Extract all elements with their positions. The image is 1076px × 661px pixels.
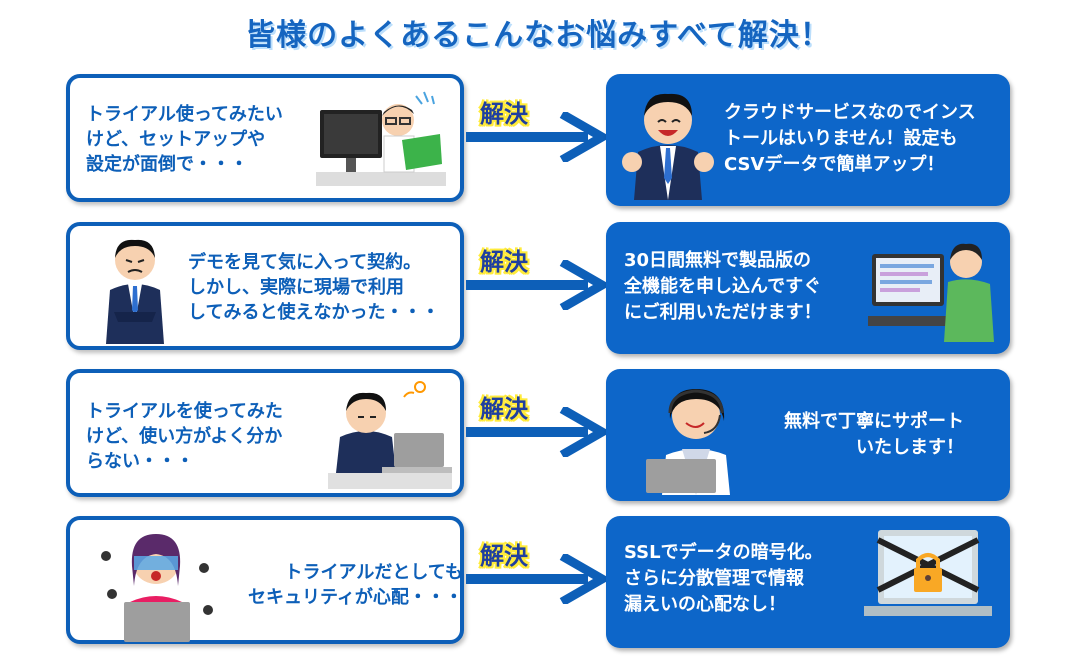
problem-box: デモを見て気に入って契約。 しかし、実際に現場で利用 してみると使えなかった・・… [66, 222, 464, 350]
solution-box: SSLでデータの暗号化。 さらに分散管理で情報 漏えいの心配なし！ [606, 516, 1010, 648]
locked-laptop-icon [864, 530, 992, 616]
solution-box: 無料で丁寧にサポート いたします！ [606, 369, 1010, 501]
problem-text: デモを見て気に入って契約。 しかし、実際に現場で利用 してみると使えなかった・・… [188, 252, 440, 323]
solution-box: クラウドサービスなのでインス トールはいりません！設定も CSVデータで簡単アッ… [606, 74, 1010, 206]
troubled-businessman-icon [106, 239, 164, 344]
right-arrow-icon [466, 554, 606, 604]
worried-man-at-computer-icon [316, 91, 446, 186]
problem-text: トライアルだとしても セキュリティが心配・・・ [248, 562, 463, 608]
arrow-label: 解決 [480, 395, 528, 423]
solution-box: 30日間無料で製品版の 全機能を申し込んですぐ にご利用いただけます！ [606, 222, 1010, 354]
problem-text: トライアル使ってみたい けど、セットアップや 設定が面倒で・・・ [86, 104, 283, 175]
problem-box: トライアルを使ってみた けど、使い方がよく分か らない・・・ [66, 369, 464, 497]
problem-text: トライアルを使ってみた けど、使い方がよく分か らない・・・ [86, 401, 283, 472]
row-2: デモを見て気に入って契約。 しかし、実際に現場で利用 してみると使えなかった・・… [0, 222, 1076, 354]
solution-text: 30日間無料で製品版の 全機能を申し込んですぐ にご利用いただけます！ [624, 250, 822, 323]
scared-woman-virus-icon [101, 534, 213, 642]
arrow-label: 解決 [480, 100, 528, 128]
row-3: トライアルを使ってみた けど、使い方がよく分か らない・・・ 解決 [0, 369, 1076, 501]
problem-box: トライアルだとしても セキュリティが心配・・・ [66, 516, 464, 644]
support-operator-icon [646, 389, 730, 495]
row-1: トライアル使ってみたい けど、セットアップや 設定が面倒で・・・ 解決 [0, 74, 1076, 206]
solution-text: 無料で丁寧にサポート いたします！ [784, 411, 964, 458]
right-arrow-icon [466, 407, 606, 457]
confused-man-at-laptop-icon [328, 381, 452, 489]
solution-text: SSLでデータの暗号化。 さらに分散管理で情報 漏えいの心配なし！ [624, 542, 823, 615]
solution-text: クラウドサービスなのでインス トールはいりません！設定も CSVデータで簡単アッ… [724, 102, 976, 175]
arrow-label: 解決 [480, 248, 528, 276]
man-using-computer-icon [868, 243, 994, 342]
right-arrow-icon [466, 112, 606, 162]
happy-businessman-icon [622, 93, 714, 200]
arrow-label: 解決 [480, 542, 528, 570]
problem-box: トライアル使ってみたい けど、セットアップや 設定が面倒で・・・ [66, 74, 464, 202]
right-arrow-icon [466, 260, 606, 310]
row-4: トライアルだとしても セキュリティが心配・・・ 解決 SSLでデータの暗号化。 … [0, 516, 1076, 648]
page-title: 皆様のよくあるこんなお悩みすべて解決！ [245, 18, 831, 53]
